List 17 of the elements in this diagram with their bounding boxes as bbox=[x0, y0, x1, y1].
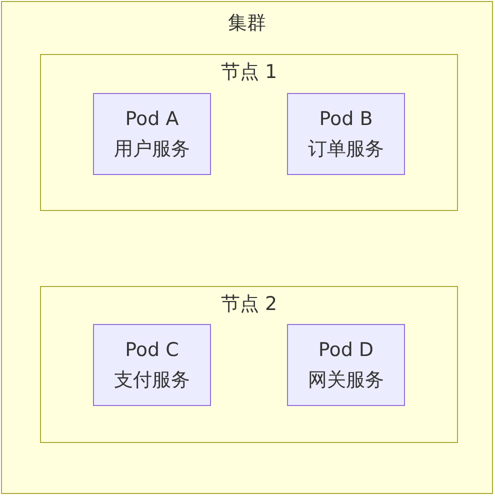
service-name: 支付服务 bbox=[114, 368, 190, 393]
pod-name: Pod A bbox=[125, 107, 179, 132]
group-title: 节点 2 bbox=[220, 292, 278, 317]
pod-name: Pod C bbox=[125, 338, 179, 363]
group-title: 节点 1 bbox=[220, 60, 278, 85]
group-box bbox=[40, 54, 458, 211]
pod-box bbox=[287, 324, 405, 406]
group-box bbox=[40, 286, 458, 443]
pod-name: Pod D bbox=[318, 338, 374, 363]
pod-box bbox=[287, 93, 405, 175]
pod-box bbox=[93, 324, 211, 406]
service-name: 网关服务 bbox=[308, 368, 384, 393]
service-name: 订单服务 bbox=[308, 137, 384, 162]
pod-name: Pod B bbox=[319, 107, 373, 132]
service-name: 用户服务 bbox=[114, 137, 190, 162]
pod-box bbox=[93, 93, 211, 175]
group-title: 集群 bbox=[227, 11, 267, 36]
